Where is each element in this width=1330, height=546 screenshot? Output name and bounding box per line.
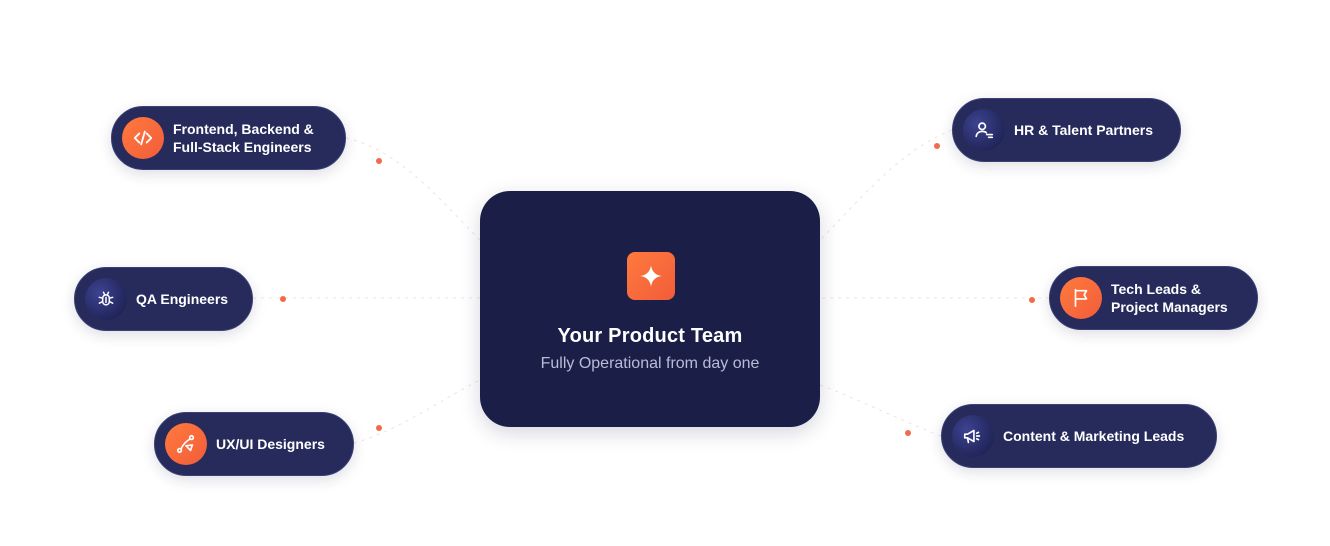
connector-dot	[934, 143, 940, 149]
connector-dot	[1029, 297, 1035, 303]
role-pill-hr: HR & Talent Partners	[952, 98, 1181, 162]
role-pill-tech-leads: Tech Leads & Project Managers	[1049, 266, 1258, 330]
connector-ux	[353, 379, 481, 444]
role-label: UX/UI Designers	[216, 436, 325, 452]
product-team-card: Your Product Team Fully Operational from…	[480, 191, 820, 427]
role-pill-engineers: Frontend, Backend & Full-Stack Engineers	[111, 106, 346, 170]
role-label: Tech Leads & Project Managers	[1111, 281, 1228, 315]
role-pill-designers: UX/UI Designers	[154, 412, 354, 476]
connector-frontend	[345, 137, 481, 241]
megaphone-icon	[952, 415, 994, 457]
role-label: HR & Talent Partners	[1014, 122, 1153, 138]
role-pill-qa: QA Engineers	[74, 267, 253, 331]
connector-content	[819, 384, 942, 437]
role-label: Content & Marketing Leads	[1003, 428, 1185, 444]
connector-dot	[905, 430, 911, 436]
connector-dot	[376, 425, 382, 431]
user-group-icon	[963, 109, 1005, 151]
bug-icon	[85, 278, 127, 320]
card-subtitle: Fully Operational from day one	[540, 355, 760, 372]
flag-icon	[1060, 277, 1102, 319]
connector-dot	[376, 158, 382, 164]
role-label: Frontend, Backend & Full-Stack Engineers	[173, 121, 314, 155]
connector-dot	[280, 296, 286, 302]
role-pill-content: Content & Marketing Leads	[941, 404, 1217, 468]
sparkle-icon	[627, 252, 675, 300]
code-icon	[122, 117, 164, 159]
role-label: QA Engineers	[136, 291, 229, 307]
design-pen-icon	[165, 423, 207, 465]
connector-hr	[819, 129, 953, 241]
card-title: Your Product Team	[557, 325, 743, 347]
